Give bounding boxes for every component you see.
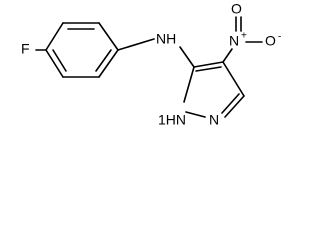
nitro-o-right-label: O [265, 33, 276, 49]
ring-n-label: N [209, 112, 219, 128]
nitro-o-minus-label: - [278, 32, 281, 43]
pyrazole-bond [185, 111, 206, 118]
pyrazole-double-bond [221, 93, 240, 114]
nh-pyrazole-bond [179, 46, 195, 68]
c-nitro-bond [222, 48, 233, 63]
nitro-plus-label: + [241, 31, 247, 42]
benzene-double-bond [52, 49, 67, 72]
pyrazole-bond [224, 95, 245, 118]
benzene-bond [45, 49, 64, 78]
benzene-double-bond [95, 49, 112, 72]
benzene-bond [98, 49, 119, 78]
pyrazole-ring [183, 61, 245, 118]
benzene-bond [45, 22, 64, 51]
fluorine-label: F [21, 41, 30, 57]
pyrazole-bond [193, 61, 224, 68]
nitro-n-label: N [229, 33, 239, 49]
benzene-ring [45, 22, 119, 78]
pyrazole-bond [183, 66, 195, 103]
pyrazole-bond [222, 61, 245, 97]
benzene-bond [98, 22, 119, 51]
aryl-nh-bond [117, 38, 155, 51]
nitro-o-top-label: O [231, 1, 242, 17]
pyrazole-double-bond [195, 66, 222, 72]
ring-nh-label: 1HN [158, 112, 186, 128]
chemical-structure-diagram: F NH N 1HN N + O O - [21, 0, 282, 128]
molecule-svg: F NH N 1HN N + O O - [21, 1, 281, 128]
amine-label: NH [156, 31, 176, 47]
